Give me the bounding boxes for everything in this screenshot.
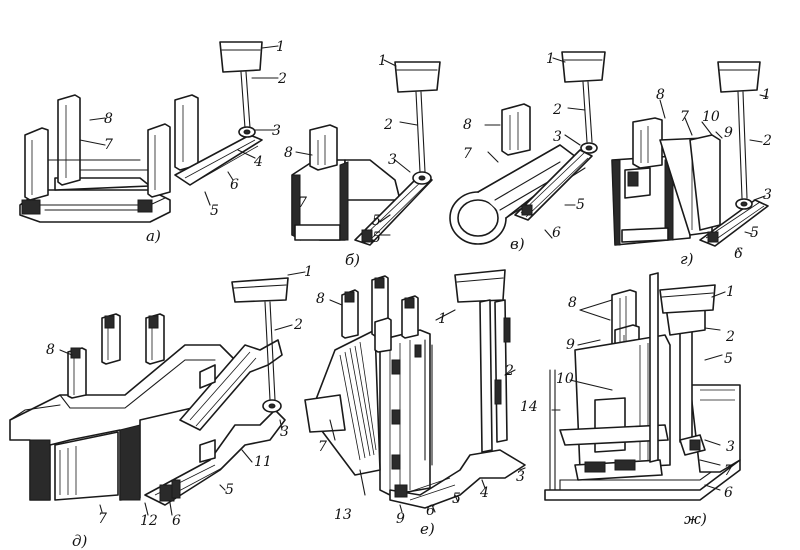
label-f-2: 2 <box>505 363 514 379</box>
label-d-3: 3 <box>763 187 772 203</box>
label-c-5: 5 <box>576 197 585 213</box>
caption-b: б) <box>345 251 361 269</box>
label-g-14: 14 <box>520 399 538 415</box>
label-f-7: 7 <box>318 439 327 455</box>
label-c-1: 1 <box>546 51 555 67</box>
label-g-1: 1 <box>726 284 735 300</box>
label-g-3: 3 <box>726 439 735 455</box>
panel-b-drawing <box>291 59 441 246</box>
label-a-5: 5 <box>210 203 219 219</box>
label-f-5: 5 <box>452 491 461 507</box>
caption-g: ж) <box>684 510 707 528</box>
caption-c: в) <box>510 235 525 253</box>
label-e-3: 3 <box>280 424 289 440</box>
label-f-4: 4 <box>480 485 489 501</box>
label-g-10: 10 <box>556 371 574 387</box>
label-a-6: 6 <box>230 177 239 193</box>
label-e-7: 7 <box>98 511 107 527</box>
label-g-8: 8 <box>568 295 577 311</box>
label-c-3: 3 <box>553 129 562 145</box>
label-c-2: 2 <box>553 102 562 118</box>
label-g-9: 9 <box>566 337 575 353</box>
label-d-5: 5 <box>750 225 759 241</box>
panel-e-drawing <box>9 271 306 516</box>
label-a-8: 8 <box>104 111 113 127</box>
label-f-3: 3 <box>516 469 525 485</box>
label-f-9: 9 <box>396 511 405 527</box>
label-e-11: 11 <box>254 454 272 470</box>
label-f-13: 13 <box>334 507 352 523</box>
label-b-1: 1 <box>378 53 387 69</box>
label-e-12: 12 <box>140 513 158 529</box>
label-a-4: 4 <box>254 154 263 170</box>
label-g-6: 6 <box>724 485 733 501</box>
label-b-3: 3 <box>388 152 397 168</box>
label-d-8: 8 <box>656 87 665 103</box>
label-d-9: 9 <box>724 125 733 141</box>
label-c-8: 8 <box>463 117 472 133</box>
label-a-7: 7 <box>104 137 113 153</box>
panel-g-drawing <box>544 272 741 501</box>
caption-e: д) <box>72 532 88 550</box>
label-b-5b: 5 <box>372 230 381 246</box>
label-b-2: 2 <box>384 117 393 133</box>
label-d-1: 1 <box>762 87 771 103</box>
label-b-5a: 5 <box>372 213 381 229</box>
label-e-5: 5 <box>225 482 234 498</box>
caption-f: е) <box>420 520 435 538</box>
label-a-2: 2 <box>278 71 287 87</box>
label-d-7: 7 <box>680 109 689 125</box>
panel-d-drawing <box>611 61 769 253</box>
label-d-10: 10 <box>702 109 720 125</box>
label-e-6: 6 <box>172 513 181 529</box>
label-g-7: 7 <box>724 463 733 479</box>
caption-d: г) <box>680 250 694 268</box>
label-f-8: 8 <box>316 291 325 307</box>
label-g-2: 2 <box>726 329 735 345</box>
label-f-6: 6 <box>426 503 435 519</box>
label-c-6: 6 <box>552 225 561 241</box>
label-f-1: 1 <box>438 311 447 327</box>
label-a-1: 1 <box>276 39 285 55</box>
panel-c-drawing <box>449 51 606 245</box>
label-a-3: 3 <box>272 123 281 139</box>
label-g-5: 5 <box>724 351 733 367</box>
label-b-7: 7 <box>298 195 307 211</box>
caption-a: а) <box>146 227 161 245</box>
label-e-8: 8 <box>46 342 55 358</box>
label-c-7: 7 <box>463 146 472 162</box>
label-e-1: 1 <box>304 264 313 280</box>
label-e-2: 2 <box>294 317 303 333</box>
label-d-2: 2 <box>763 133 772 149</box>
label-b-8: 8 <box>284 145 293 161</box>
panel-a-drawing <box>19 41 279 223</box>
panel-f-drawing <box>304 269 526 513</box>
label-d-6: 6 <box>734 246 743 262</box>
